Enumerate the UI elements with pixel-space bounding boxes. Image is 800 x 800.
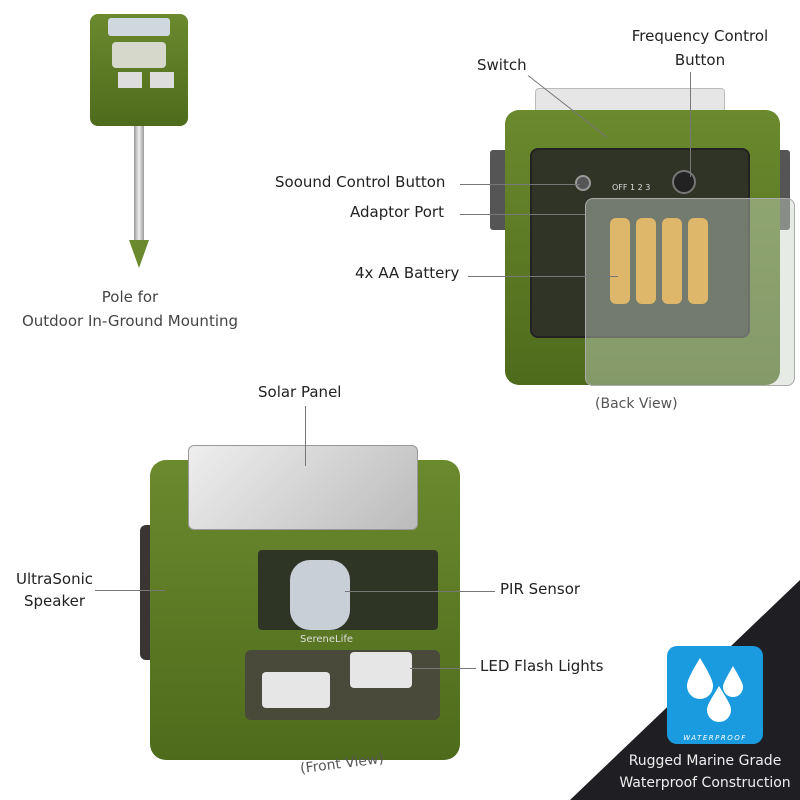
- waterproof-badge: WATERPROOF: [667, 646, 763, 744]
- adaptor-port-label: Adaptor Port: [350, 203, 444, 221]
- pir-sensor-label: PIR Sensor: [500, 580, 581, 598]
- pole-label: Pole for Outdoor In-Ground Mounting: [0, 285, 260, 333]
- frequency-label: Frequency Control Button: [610, 24, 790, 72]
- solar-panel-label: Solar Panel: [258, 383, 342, 401]
- speaker-label: UltraSonic Speaker: [12, 568, 97, 612]
- tagline: Rugged Marine Grade Waterproof Construct…: [610, 750, 800, 794]
- frequency-label-line1: Frequency Control: [631, 27, 769, 45]
- speaker-label-line2: Speaker: [23, 592, 85, 610]
- tagline-line2: Waterproof Construction: [619, 775, 791, 791]
- frequency-label-line2: Button: [674, 51, 726, 69]
- switch-label: Switch: [477, 56, 527, 74]
- pole-label-line2: Outdoor In-Ground Mounting: [21, 312, 239, 330]
- pole-label-line1: Pole for: [101, 288, 159, 306]
- speaker-label-line1: UltraSonic: [15, 570, 93, 588]
- sound-control-label: Soound Control Button: [275, 173, 446, 191]
- battery-label: 4x AA Battery: [355, 264, 460, 282]
- waterproof-badge-text: WATERPROOF: [683, 734, 747, 742]
- back-view-label: (Back View): [595, 396, 678, 412]
- tagline-line1: Rugged Marine Grade: [628, 753, 782, 769]
- water-drops-icon: [687, 658, 743, 722]
- switch-marks: OFF 1 2 3: [612, 183, 651, 192]
- brand-logo: SereneLife: [300, 634, 354, 645]
